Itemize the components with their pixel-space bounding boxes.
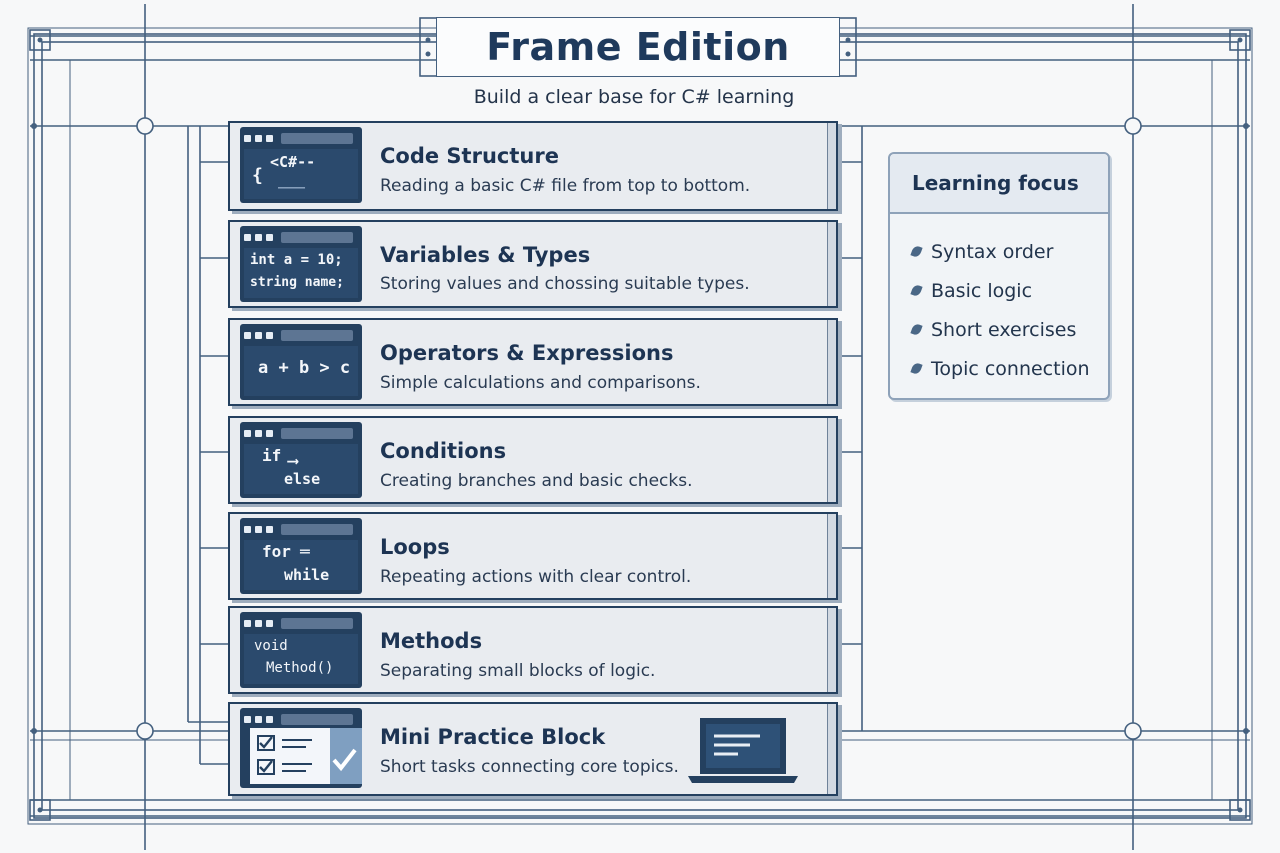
card-title: Operators & Expressions [380, 341, 674, 365]
card-title: Methods [380, 629, 483, 653]
code-snippet: else [284, 470, 321, 488]
topic-card-operators-expressions: a + b > c Operators & Expressions Simple… [228, 318, 838, 406]
topic-card-methods: void Method() Methods Separating small b… [228, 606, 838, 694]
code-snippet: for [262, 542, 291, 561]
operator-icon: a + b > c [240, 324, 362, 400]
focus-item-label: Syntax order [931, 240, 1054, 263]
card-title: Loops [380, 535, 450, 559]
list-item: Syntax order [910, 232, 1108, 271]
learning-focus-title: Learning focus [890, 154, 1108, 214]
code-file-icon: { <C#-- ___ [240, 127, 362, 203]
topic-card-conditions: if ⟶ else Conditions Creating branches a… [228, 416, 838, 504]
topic-card-code-structure: { <C#-- ___ Code Structure Reading a bas… [228, 121, 838, 211]
code-snippet: int a = 10; [250, 252, 343, 268]
code-snippet: ___ [278, 171, 306, 189]
code-snippet: void [254, 638, 288, 654]
card-title: Conditions [380, 439, 507, 463]
card-description: Repeating actions with clear control. [380, 567, 692, 587]
code-snippet: { [252, 165, 263, 186]
focus-item-label: Basic logic [931, 279, 1033, 302]
leaf-bullet-icon [910, 361, 923, 376]
page-subtitle: Build a clear base for C# learning [473, 86, 795, 108]
card-title: Code Structure [380, 144, 559, 168]
checklist-panel [240, 708, 362, 788]
laptop-icon [688, 718, 798, 783]
card-description: Reading a basic C# file from top to bott… [380, 176, 751, 196]
code-snippet: Method() [266, 660, 334, 676]
card-description: Separating small blocks of logic. [380, 661, 656, 681]
loop-icon: for ═ while [240, 518, 362, 594]
code-snippet: string name; [250, 275, 344, 290]
code-snippet: <C#-- [270, 153, 316, 171]
page-title: Frame Edition [486, 25, 790, 69]
arrow-right-icon: ⟶ [288, 451, 298, 470]
topic-card-loops: for ═ while Loops Repeating actions with… [228, 512, 838, 600]
focus-item-label: Short exercises [931, 318, 1077, 341]
checklist-icon [250, 728, 362, 784]
title-plate: Frame Edition [437, 18, 839, 76]
learning-focus-list: Syntax order Basic logic Short exercises… [890, 214, 1108, 388]
leaf-bullet-icon [910, 244, 923, 259]
learning-focus-panel: Learning focus Syntax order Basic logic … [888, 152, 1110, 400]
branch-icon: if ⟶ else [240, 422, 362, 498]
leaf-bullet-icon [910, 322, 923, 337]
card-description: Creating branches and basic checks. [380, 471, 693, 491]
list-item: Topic connection [910, 349, 1108, 388]
focus-item-label: Topic connection [931, 357, 1090, 380]
method-icon: void Method() [240, 612, 362, 688]
card-description: Short tasks connecting core topics. [380, 757, 679, 777]
arrow-right-icon: ═ [300, 542, 310, 561]
list-item: Short exercises [910, 310, 1108, 349]
leaf-bullet-icon [910, 283, 923, 298]
card-description: Storing values and chossing suitable typ… [380, 274, 750, 294]
list-item: Basic logic [910, 271, 1108, 310]
card-title: Mini Practice Block [380, 725, 606, 749]
code-snippet: while [284, 566, 330, 584]
topic-card-mini-practice: Mini Practice Block Short tasks connecti… [228, 702, 838, 796]
code-snippet: if [262, 446, 282, 465]
variable-icon: int a = 10; string name; [240, 226, 362, 302]
code-snippet: a + b > c [258, 358, 351, 378]
topic-card-variables-types: int a = 10; string name; Variables & Typ… [228, 220, 838, 308]
card-description: Simple calculations and comparisons. [380, 373, 701, 393]
card-title: Variables & Types [380, 243, 591, 267]
